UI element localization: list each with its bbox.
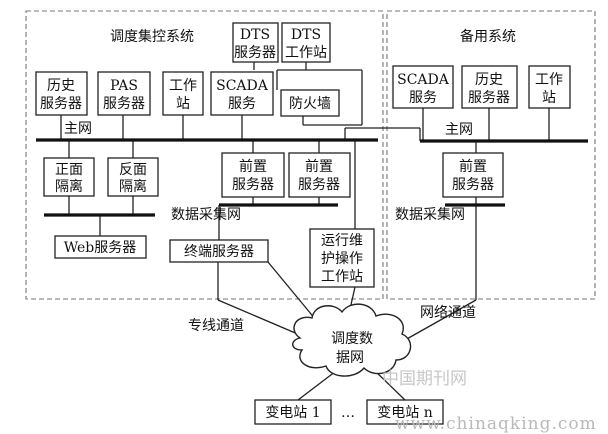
front-server-box-2: 前置 服务器: [288, 152, 351, 198]
svg-text:服务: 服务: [409, 90, 437, 106]
svg-text:历史: 历史: [47, 78, 75, 94]
dispatch-data-network-cloud: 调度数 据网: [292, 303, 412, 377]
backup-data-acquisition-network-label: 数据采集网: [395, 206, 465, 223]
data-acquisition-network-label: 数据采集网: [171, 206, 241, 223]
scada-server-box: SCADA 服务: [210, 71, 274, 116]
substation-n-box: 变电站 n: [366, 399, 444, 425]
backup-workstation-box: 工作 站: [528, 65, 571, 109]
svg-text:前置: 前置: [239, 158, 267, 175]
forward-isolation-box: 正面 隔离: [43, 157, 95, 197]
dedicated-channel-label: 专线通道: [188, 318, 244, 334]
svg-text:服务器: 服务器: [298, 177, 340, 193]
svg-text:服务器: 服务器: [468, 90, 510, 106]
svg-text:服务器: 服务器: [452, 177, 494, 193]
network-channel-label: 网络通道: [420, 305, 476, 321]
svg-text:服务器: 服务器: [40, 96, 82, 112]
svg-text:Web服务器: Web服务器: [64, 240, 137, 256]
svg-text:服务器: 服务器: [234, 45, 276, 61]
pas-server-box: PAS 服务器: [97, 71, 151, 116]
svg-text:变电站 n: 变电站 n: [377, 405, 432, 421]
svg-text:站: 站: [542, 90, 556, 106]
svg-text:PAS: PAS: [110, 78, 138, 94]
reverse-isolation-box: 反面 隔离: [107, 157, 159, 197]
dispatch-control-system-title: 调度集控系统: [110, 28, 194, 45]
backup-system-title: 备用系统: [460, 28, 516, 45]
svg-text:SCADA: SCADA: [216, 78, 269, 94]
svg-text:终端服务器: 终端服务器: [184, 244, 254, 260]
dispatch-control-system-region: [25, 10, 384, 300]
dts-server-box: DTS 服务器: [232, 22, 279, 63]
terminal-server-box: 终端服务器: [169, 239, 269, 263]
svg-text:工作站: 工作站: [321, 269, 363, 285]
svg-text:站: 站: [176, 96, 190, 112]
svg-text:服务: 服务: [228, 96, 256, 112]
front-server-box-1: 前置 服务器: [221, 152, 285, 198]
svg-text:前置: 前置: [305, 158, 333, 175]
svg-text:变电站 1: 变电站 1: [265, 405, 320, 421]
svg-text:服务器: 服务器: [232, 177, 274, 193]
svg-text:前置: 前置: [459, 158, 487, 175]
firewall-box: 防火墙: [280, 89, 340, 117]
backup-history-server-box: 历史 服务器: [461, 65, 518, 109]
svg-text:运行维: 运行维: [321, 233, 363, 249]
svg-text:工作: 工作: [169, 78, 197, 94]
svg-text:隔离: 隔离: [119, 178, 147, 195]
svg-text:服务器: 服务器: [103, 96, 145, 112]
svg-text:工作站: 工作站: [285, 45, 327, 61]
backup-system-region: [386, 10, 596, 300]
svg-text:SCADA: SCADA: [397, 72, 450, 88]
backup-scada-server-box: SCADA 服务: [392, 65, 454, 109]
ops-maintenance-workstation-box: 运行维 护操作 工作站: [309, 228, 375, 288]
dispatch-net-label-line2: 据网: [336, 350, 364, 366]
backup-main-network-label: 主网: [445, 122, 473, 138]
web-server-box: Web服务器: [54, 235, 147, 259]
backup-front-server-box: 前置 服务器: [442, 152, 504, 198]
svg-text:护操作: 护操作: [321, 251, 363, 267]
substation-ellipsis: …: [341, 405, 355, 421]
svg-text:反面: 反面: [119, 162, 147, 178]
history-server-box: 历史 服务器: [35, 71, 88, 116]
svg-text:正面: 正面: [55, 162, 83, 178]
watermark-url: www.chinaqking.com: [395, 414, 597, 434]
main-network-label: 主网: [64, 121, 92, 137]
dts-workstation-box: DTS 工作站: [281, 22, 331, 63]
svg-text:DTS: DTS: [240, 27, 270, 43]
svg-text:隔离: 隔离: [55, 178, 83, 195]
watermark-cn: 中国期刊网: [382, 369, 467, 389]
workstation-box: 工作 站: [162, 71, 204, 116]
dispatch-net-label-line1: 调度数: [331, 331, 373, 347]
svg-text:DTS: DTS: [291, 27, 321, 43]
svg-text:工作: 工作: [535, 72, 563, 88]
substation-1-box: 变电站 1: [254, 399, 332, 425]
svg-text:防火墙: 防火墙: [289, 96, 331, 112]
svg-text:历史: 历史: [475, 72, 503, 88]
